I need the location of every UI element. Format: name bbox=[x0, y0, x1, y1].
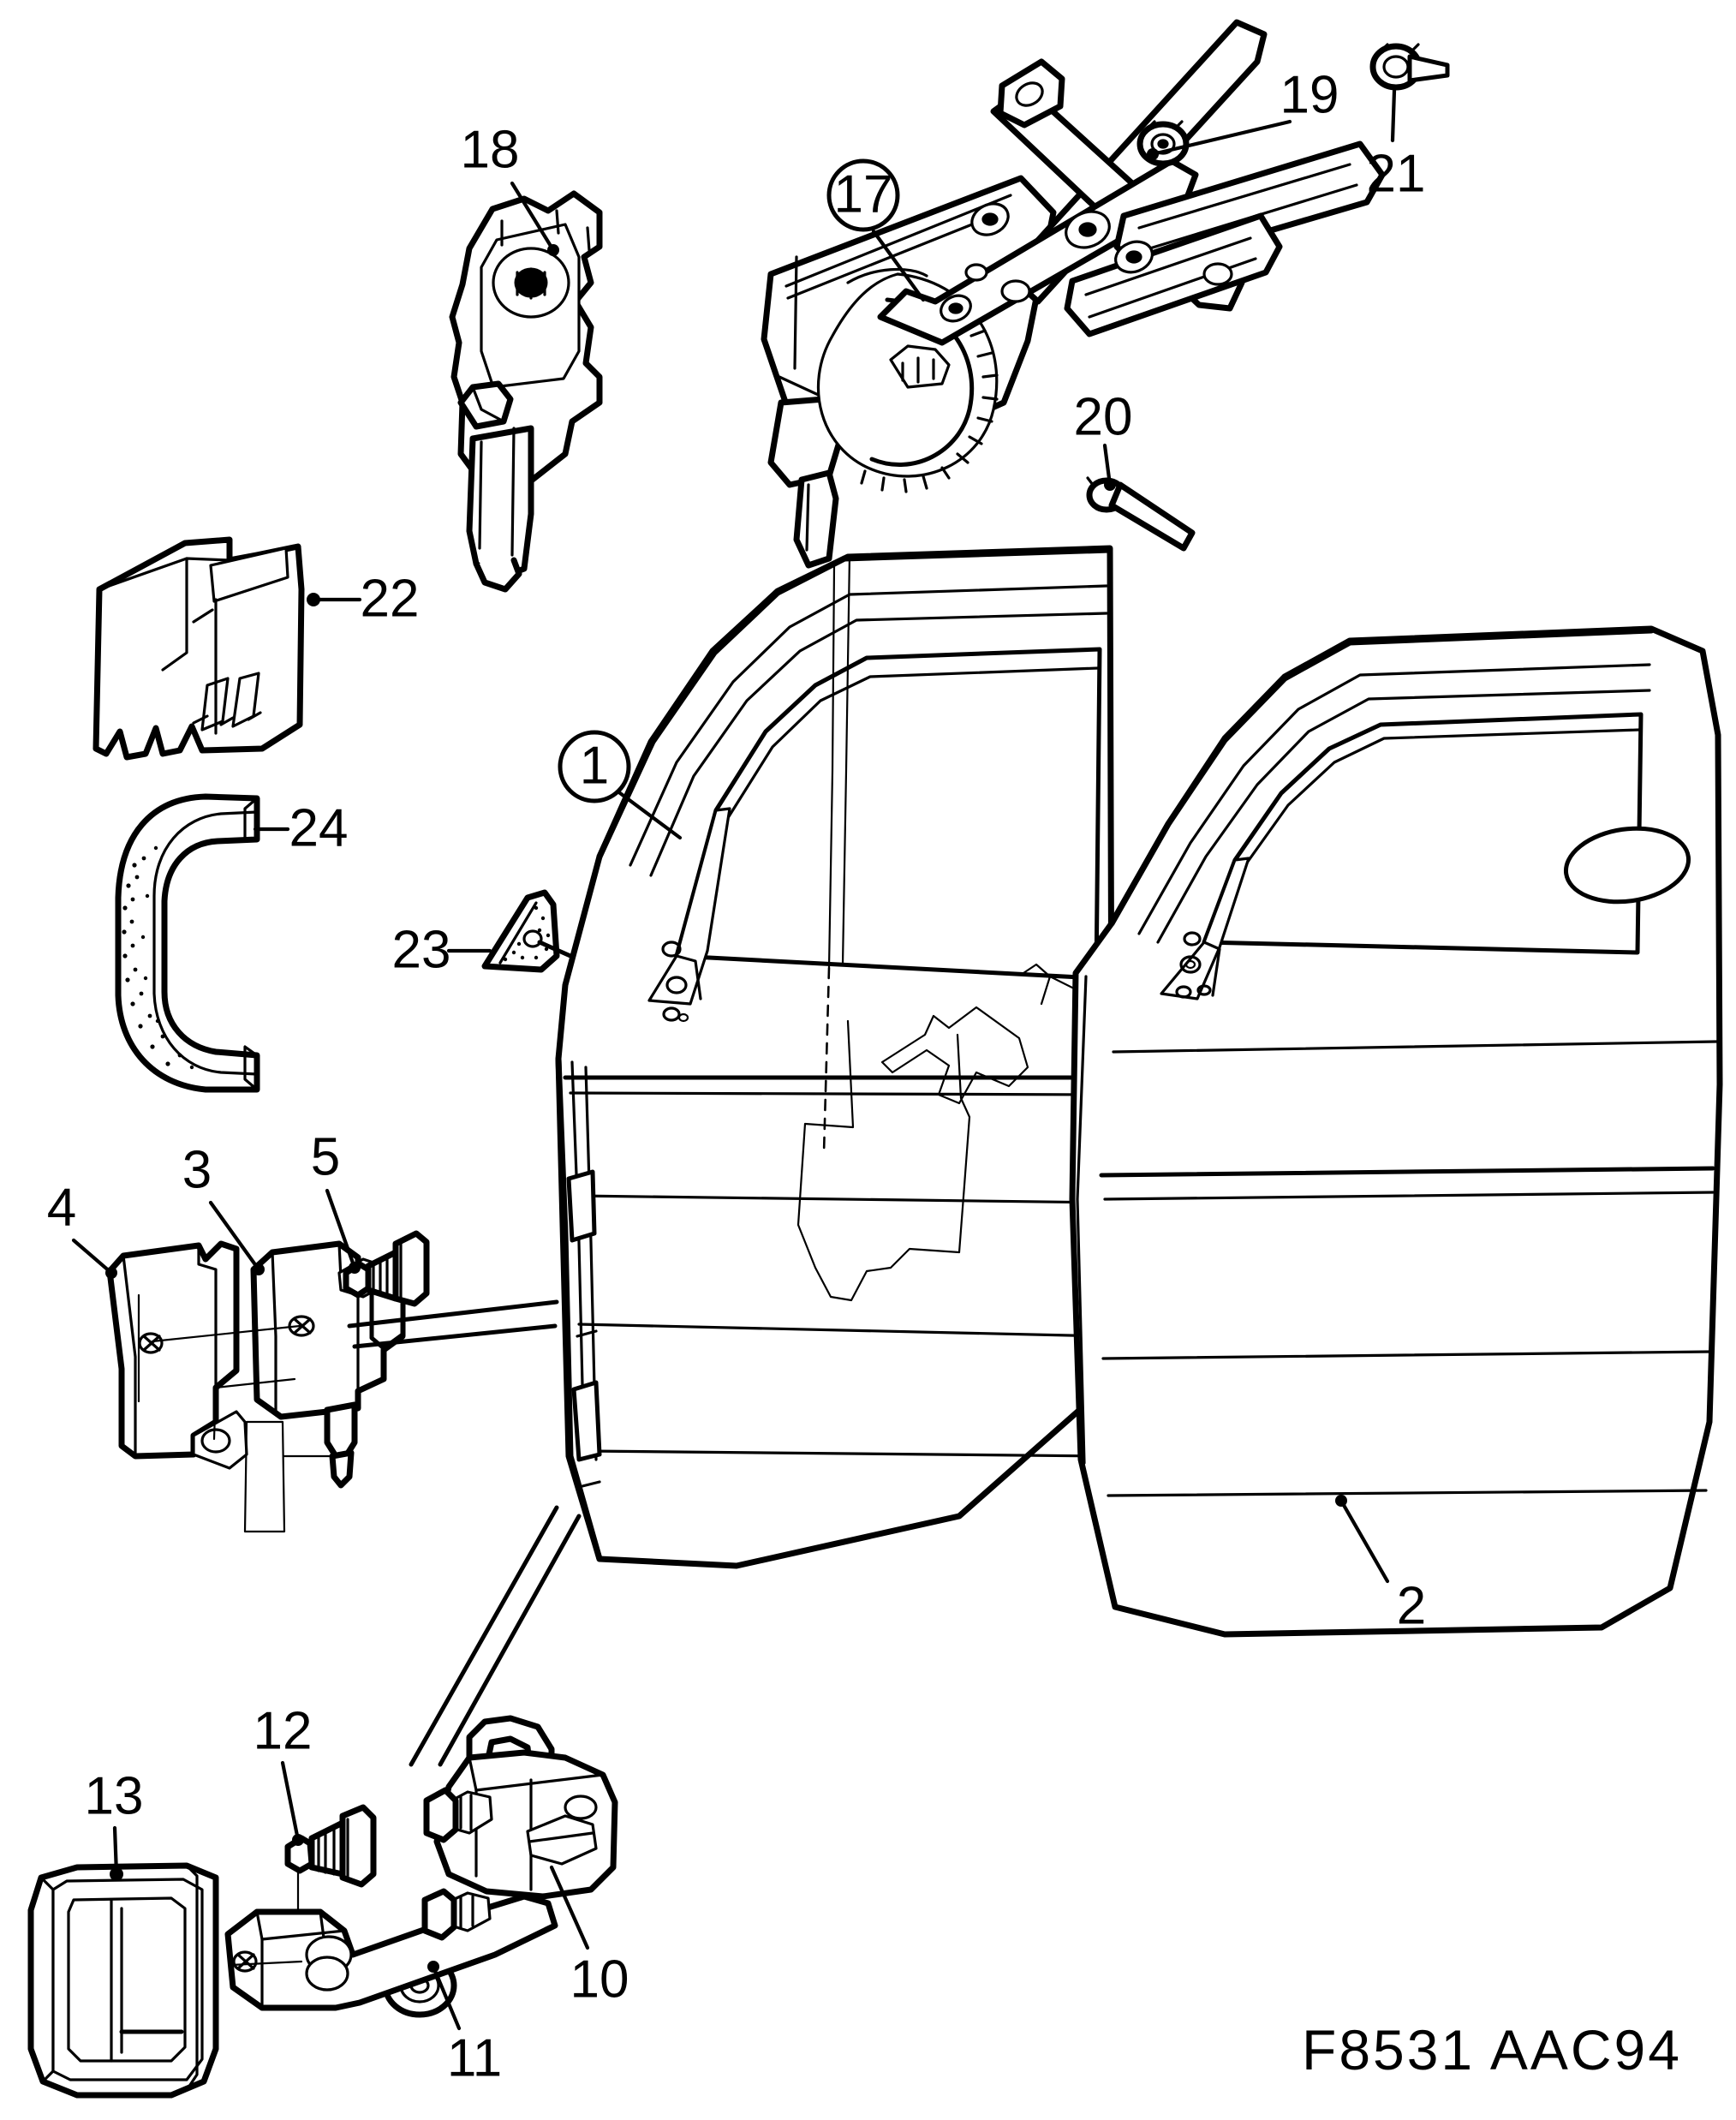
callout-10[interactable]: 10 bbox=[570, 1950, 629, 2009]
callout-label-22: 22 bbox=[361, 569, 420, 628]
part-check-arm-grommet[interactable] bbox=[27, 1862, 219, 2099]
part-window-regulator[interactable] bbox=[761, 19, 1386, 569]
callout-label-24: 24 bbox=[289, 798, 349, 857]
callout-leaders bbox=[71, 88, 1397, 2031]
seal-texture bbox=[122, 845, 194, 1070]
callout-2[interactable]: 2 bbox=[1397, 1576, 1426, 1635]
callout-21[interactable]: 21 bbox=[1367, 144, 1426, 203]
part-check-arm-bolt[interactable] bbox=[284, 1804, 377, 1927]
callout-12[interactable]: 12 bbox=[254, 1701, 313, 1760]
callout-11[interactable]: 11 bbox=[447, 2028, 502, 2087]
callout-label-17: 17 bbox=[834, 164, 893, 224]
callout-label-3: 3 bbox=[182, 1140, 212, 1199]
callout-4[interactable]: 4 bbox=[47, 1178, 76, 1237]
callout-18[interactable]: 18 bbox=[461, 120, 520, 179]
callout-5[interactable]: 5 bbox=[311, 1127, 340, 1186]
callout-20[interactable]: 20 bbox=[1074, 387, 1133, 446]
part-regulator-slide-bush[interactable] bbox=[1369, 43, 1450, 91]
part-window-regulator-motor[interactable] bbox=[449, 190, 603, 593]
part-regulator-roller[interactable] bbox=[1136, 120, 1190, 167]
callout-19[interactable]: 19 bbox=[1280, 65, 1339, 124]
callout-23[interactable]: 23 bbox=[392, 920, 451, 979]
part-hinge-bolt[interactable] bbox=[343, 1230, 430, 1307]
callout-22[interactable]: 22 bbox=[361, 569, 420, 628]
diagram-caption: F8531 AAC94 bbox=[1302, 2018, 1682, 2081]
callout-label-12: 12 bbox=[254, 1701, 313, 1760]
callout-label-4: 4 bbox=[47, 1178, 76, 1237]
callout-1[interactable]: 1 bbox=[558, 730, 631, 803]
callout-label-23: 23 bbox=[392, 920, 451, 979]
callout-label-1: 1 bbox=[580, 736, 609, 795]
part-door-shell-left[interactable] bbox=[555, 545, 1115, 1569]
callout-3[interactable]: 3 bbox=[182, 1140, 212, 1199]
part-mirror-mount-gasket[interactable] bbox=[481, 889, 619, 979]
callout-label-5: 5 bbox=[311, 1127, 340, 1186]
part-door-check-arm[interactable] bbox=[224, 1505, 618, 2011]
callout-circle-17 bbox=[826, 158, 900, 232]
part-window-guide-block[interactable] bbox=[92, 536, 305, 761]
callout-label-11: 11 bbox=[447, 2028, 502, 2087]
callout-17[interactable]: 17 bbox=[826, 158, 900, 232]
part-hinge-body-bracket[interactable] bbox=[106, 1240, 248, 1470]
callout-13[interactable]: 13 bbox=[85, 1766, 144, 1825]
callout-label-10: 10 bbox=[570, 1950, 629, 2009]
callout-circle-1 bbox=[558, 730, 631, 803]
part-regulator-pin[interactable] bbox=[1086, 476, 1196, 552]
part-door-outer-panel-right[interactable] bbox=[1069, 625, 1723, 1638]
callout-label-21: 21 bbox=[1367, 144, 1426, 203]
callout-label-18: 18 bbox=[461, 120, 520, 179]
callout-label-19: 19 bbox=[1280, 65, 1339, 124]
gasket-texture bbox=[503, 905, 551, 962]
callout-label-13: 13 bbox=[85, 1766, 144, 1825]
callout-label-20: 20 bbox=[1074, 387, 1133, 446]
callout-label-2: 2 bbox=[1397, 1576, 1426, 1635]
callout-24[interactable]: 24 bbox=[289, 798, 349, 857]
part-door-seal-section[interactable] bbox=[115, 793, 260, 1093]
